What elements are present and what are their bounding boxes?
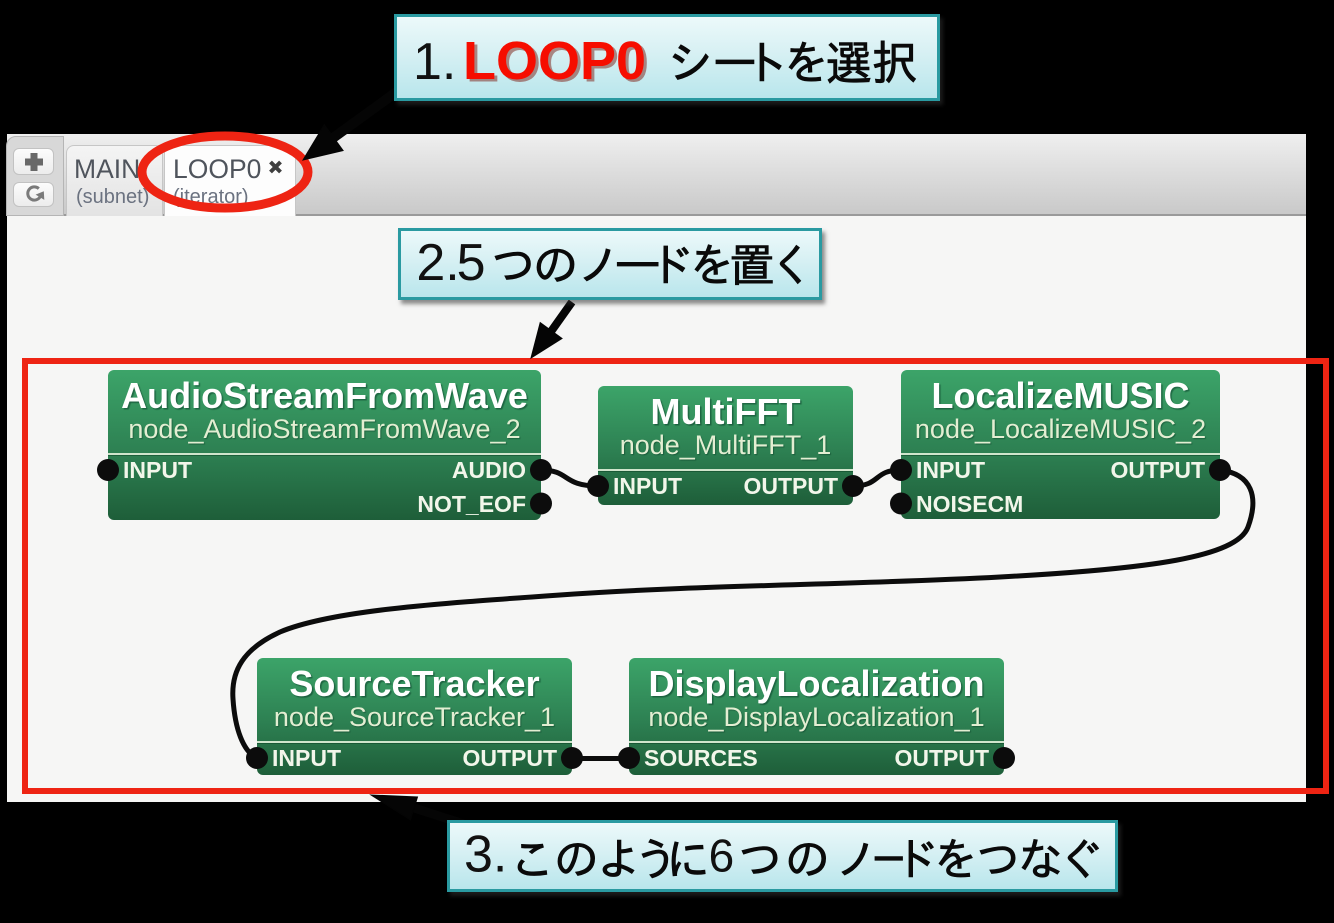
svg-text:1.: 1. [413, 33, 456, 91]
svg-text:LOOP0: LOOP0 [463, 31, 646, 91]
svg-text:LOOP0: LOOP0 [466, 34, 649, 94]
svg-text:6: 6 [709, 830, 735, 882]
svg-text:3.: 3. [464, 826, 507, 884]
svg-text:5: 5 [457, 234, 486, 292]
svg-text:2.: 2. [416, 234, 459, 292]
